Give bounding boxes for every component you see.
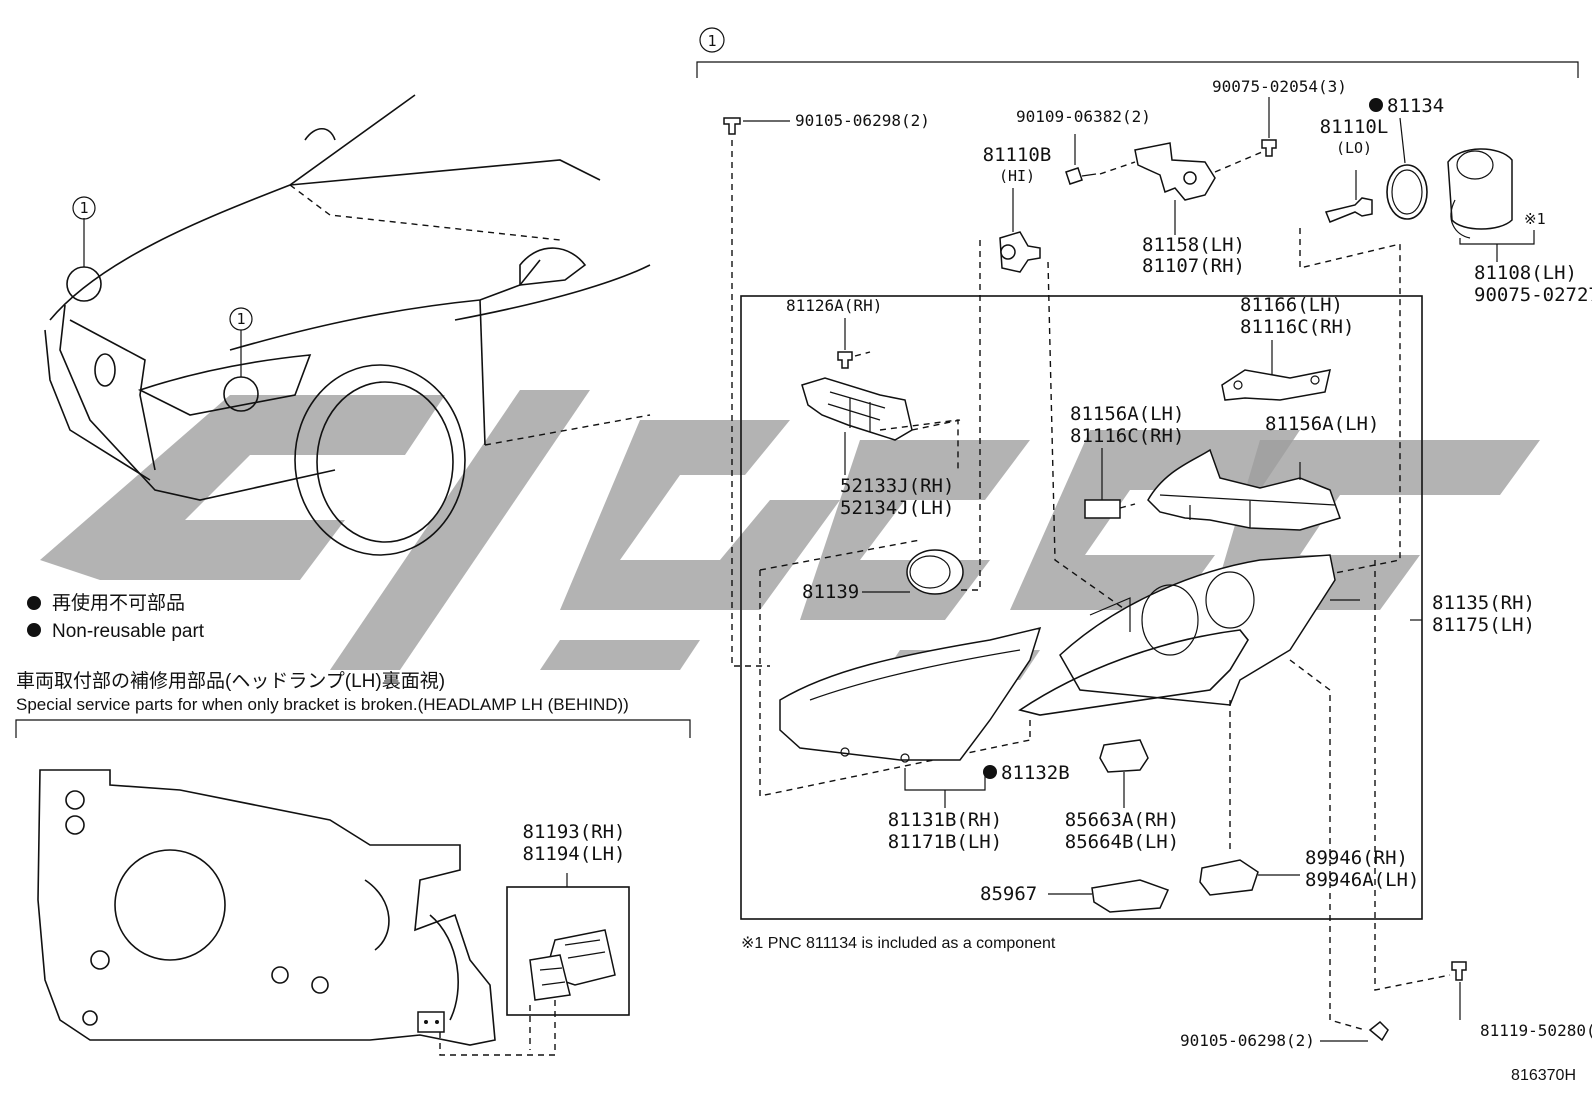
part-number: 81139 (802, 581, 859, 603)
part-number: 89946A(LH) (1305, 869, 1419, 891)
part-number: 52134J(LH) (840, 497, 954, 519)
part-number: 90075-02054(3) (1212, 77, 1347, 96)
bulb-type-label: (LO) (1336, 139, 1372, 157)
seal-ring-81134: 81134 (1369, 95, 1444, 220)
lens-81131B: 81132B 81131B(RH) 81171B(LH) (779, 626, 1249, 853)
part-number: 81116C(RH) (1070, 425, 1184, 447)
part-number: 90075-02727(2) (1474, 284, 1592, 306)
screw-90105-bottom: 90105-06298(2) (1180, 659, 1389, 1050)
part-number: 90105-06298(2) (795, 111, 930, 130)
bulb-lo: 81110L (LO) (1299, 116, 1401, 581)
part-number: 81131B(RH) (888, 809, 1002, 831)
vehicle-front-view: 1 1 (44, 94, 651, 556)
bracket-52133J: 52133J(RH) 52134J(LH) (801, 377, 961, 519)
screw-90075-02054: 90075-02054(3) (1212, 77, 1347, 157)
module-85967: 85967 (980, 879, 1170, 913)
assembly-box (740, 295, 1423, 920)
screw-81119: 81119-50280(2) (1374, 560, 1592, 1040)
part-number: 81110L (1320, 116, 1389, 138)
part-number: 81116C(RH) (1240, 316, 1354, 338)
part-number: 81110B (983, 144, 1052, 166)
housing-81135: 81135(RH) 81175(LH) (1059, 554, 1535, 706)
bracket-81118A: 81158(LH) 81107(RH) (1099, 142, 1263, 277)
part-number: 89946(RH) (1305, 847, 1408, 869)
bracket-81126A: 81166(LH) 81116C(RH) (1221, 294, 1354, 401)
callout-number: 1 (236, 310, 245, 328)
grommet-81139: 81139 (759, 539, 1031, 797)
part-number: 85967 (980, 883, 1037, 905)
ballast-85663A: 85663A(RH) 85664B(LH) (1065, 739, 1179, 853)
bracket-81116C-right: 81156A(LH) 52133J(RH) 81156A(LH) (1147, 413, 1379, 531)
part-number: 81171B(LH) (888, 831, 1002, 853)
screw-90105-top: 90105-06298(2) (723, 111, 930, 667)
cover-81107: ※1 81107(RH) 81108(LH) 90075-02727(2) (1447, 148, 1592, 306)
footnote-marker: ※1 (1524, 210, 1546, 228)
screw-90109: 90109-06382(2) (1016, 107, 1151, 185)
legend-label-ja: 再使用不可部品 (52, 592, 185, 614)
part-number: 90109-06382(2) (1016, 107, 1151, 126)
part-number: 81126A(RH) (786, 296, 882, 315)
diagram-id: 816370H (1511, 1067, 1576, 1084)
part-number: 81194(LH) (523, 843, 626, 865)
connector-81116C-left: 81156A(LH) 81116C(RH) (1070, 403, 1184, 519)
part-number: 81132B (1001, 762, 1070, 784)
part-number: 85663A(RH) (1065, 809, 1179, 831)
part-number: 52133J(RH) (840, 475, 954, 497)
part-number: 81156A(LH) (1070, 403, 1184, 425)
part-number: 85664B(LH) (1065, 831, 1179, 853)
part-number: 81108(LH) (1474, 262, 1577, 284)
legend-label-en: Non-reusable part (52, 621, 205, 642)
bulb-type-label: (HI) (999, 167, 1035, 185)
service-header-en: Special service parts for when only brac… (16, 695, 629, 714)
part-number: 81166(LH) (1240, 294, 1343, 316)
part-number: 90105-06298(2) (1180, 1031, 1315, 1050)
part-number: 81134 (1387, 95, 1444, 117)
part-number: 81156A(LH) (1265, 413, 1379, 435)
service-parts-section: 車両取付部の補修用部品(ヘッドランプ(LH)裏面視) Special servi… (15, 670, 691, 1056)
part-number: 81107(RH) (1142, 255, 1245, 277)
module-89946: 89946(RH) 89946A(LH) (1199, 700, 1419, 896)
assembly-callout-number: 1 (707, 32, 716, 50)
part-number: 81119-50280(2) (1480, 1021, 1592, 1040)
headlamp-assembly-group: 1 90105-06298(2) 81110B (HI) 90109-06382… (696, 27, 1592, 1050)
footnote: ※1 PNC 811134 is included as a component (741, 935, 1056, 952)
callout-number: 1 (79, 199, 88, 217)
part-number: 81158(LH) (1142, 234, 1245, 256)
screw-90075-02727: 90075-02727(2) 81126A(RH) (786, 296, 882, 369)
legend: 再使用不可部品 Non-reusable part (27, 592, 205, 642)
part-number: 81193(RH) (523, 821, 626, 843)
part-number: 81175(LH) (1432, 614, 1535, 636)
service-header-ja: 車両取付部の補修用部品(ヘッドランプ(LH)裏面視) (16, 670, 445, 692)
part-number: 81135(RH) (1432, 592, 1535, 614)
bulb-hi: 81110B (HI) (960, 144, 1141, 621)
